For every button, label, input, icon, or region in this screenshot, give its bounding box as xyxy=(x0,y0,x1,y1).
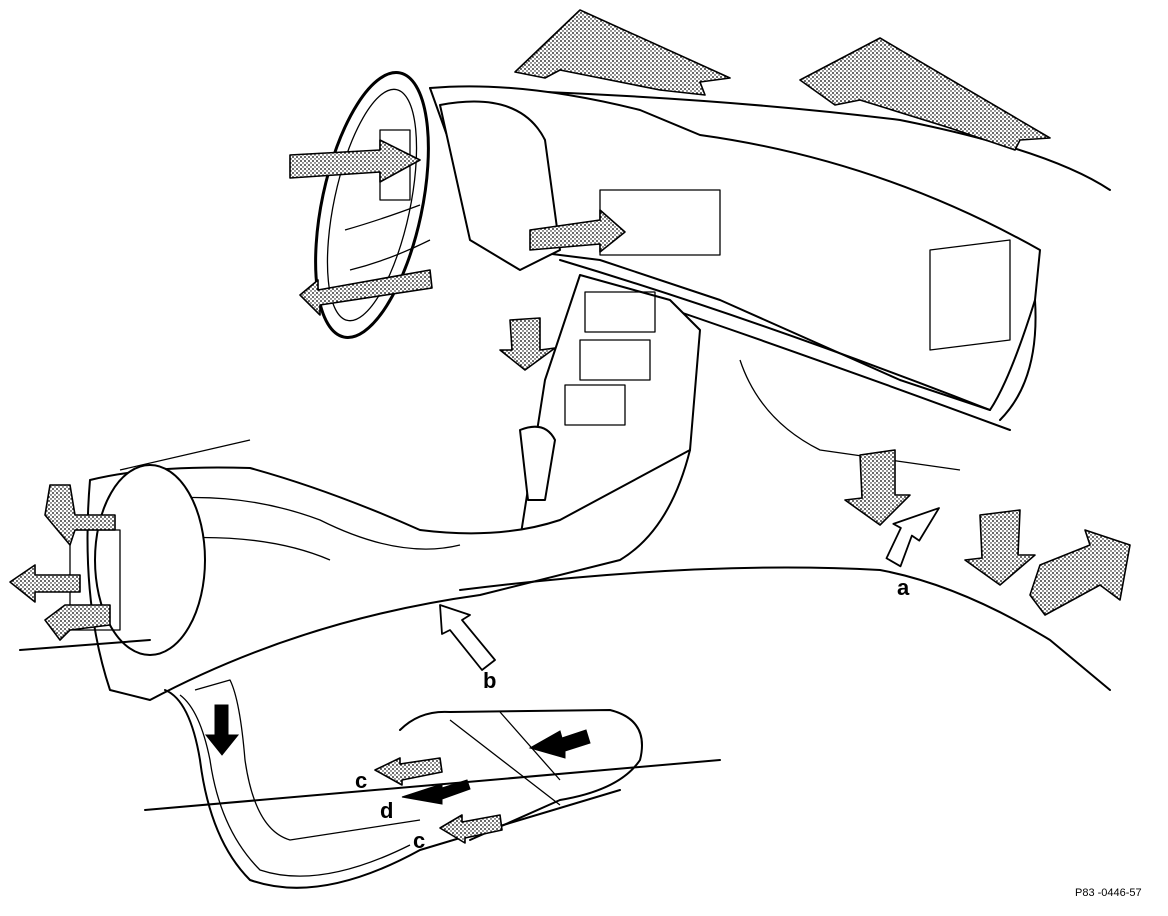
label-b: b xyxy=(483,668,496,693)
rear-vent-arrow-down xyxy=(44,604,111,641)
console-footwell-arrow xyxy=(499,317,556,371)
duct-arrow-down xyxy=(204,704,240,756)
armrest xyxy=(94,464,206,656)
intake-arrows xyxy=(439,507,940,671)
label-a: a xyxy=(897,575,910,600)
gear-shifter xyxy=(519,425,556,501)
label-c-upper: c xyxy=(355,768,367,793)
radio-panel xyxy=(564,384,626,426)
vent-airflow-arrows xyxy=(9,139,1131,641)
right-air-vent xyxy=(929,239,1011,351)
figure-reference-code: P83 -0446-57 xyxy=(1075,887,1142,899)
defrost-arrow-left xyxy=(514,9,731,96)
defrost-arrow-right xyxy=(799,37,1051,151)
label-d: d xyxy=(380,798,393,823)
outlet-arrow-c-lower xyxy=(439,814,503,844)
outlet-arrow-c-upper xyxy=(374,757,443,786)
switch-panel xyxy=(584,291,656,333)
side-window-arrow xyxy=(1029,529,1131,616)
duct-arrow-inflow xyxy=(528,729,591,759)
left-lower-vent-arrow xyxy=(299,269,433,316)
footwell-arrow-center xyxy=(844,449,911,526)
rear-vent-arrow-up xyxy=(44,484,116,546)
outlet-arrow-d xyxy=(401,779,471,805)
rear-vent-arrow-left xyxy=(9,564,81,603)
floor-air-duct xyxy=(144,679,721,889)
callout-labels: a b c d c xyxy=(355,575,910,853)
label-c-lower: c xyxy=(413,828,425,853)
defrost-airflow-arrows xyxy=(514,9,1051,151)
intake-arrow-a xyxy=(885,507,940,568)
climate-control-panel xyxy=(579,339,651,381)
duct-flow-arrows xyxy=(204,704,591,844)
intake-arrow-b xyxy=(439,604,496,671)
center-vent-arrow xyxy=(529,209,626,253)
left-vent-arrow xyxy=(289,139,421,183)
dashboard xyxy=(429,85,1111,541)
footwell-arrow-right xyxy=(964,509,1036,586)
